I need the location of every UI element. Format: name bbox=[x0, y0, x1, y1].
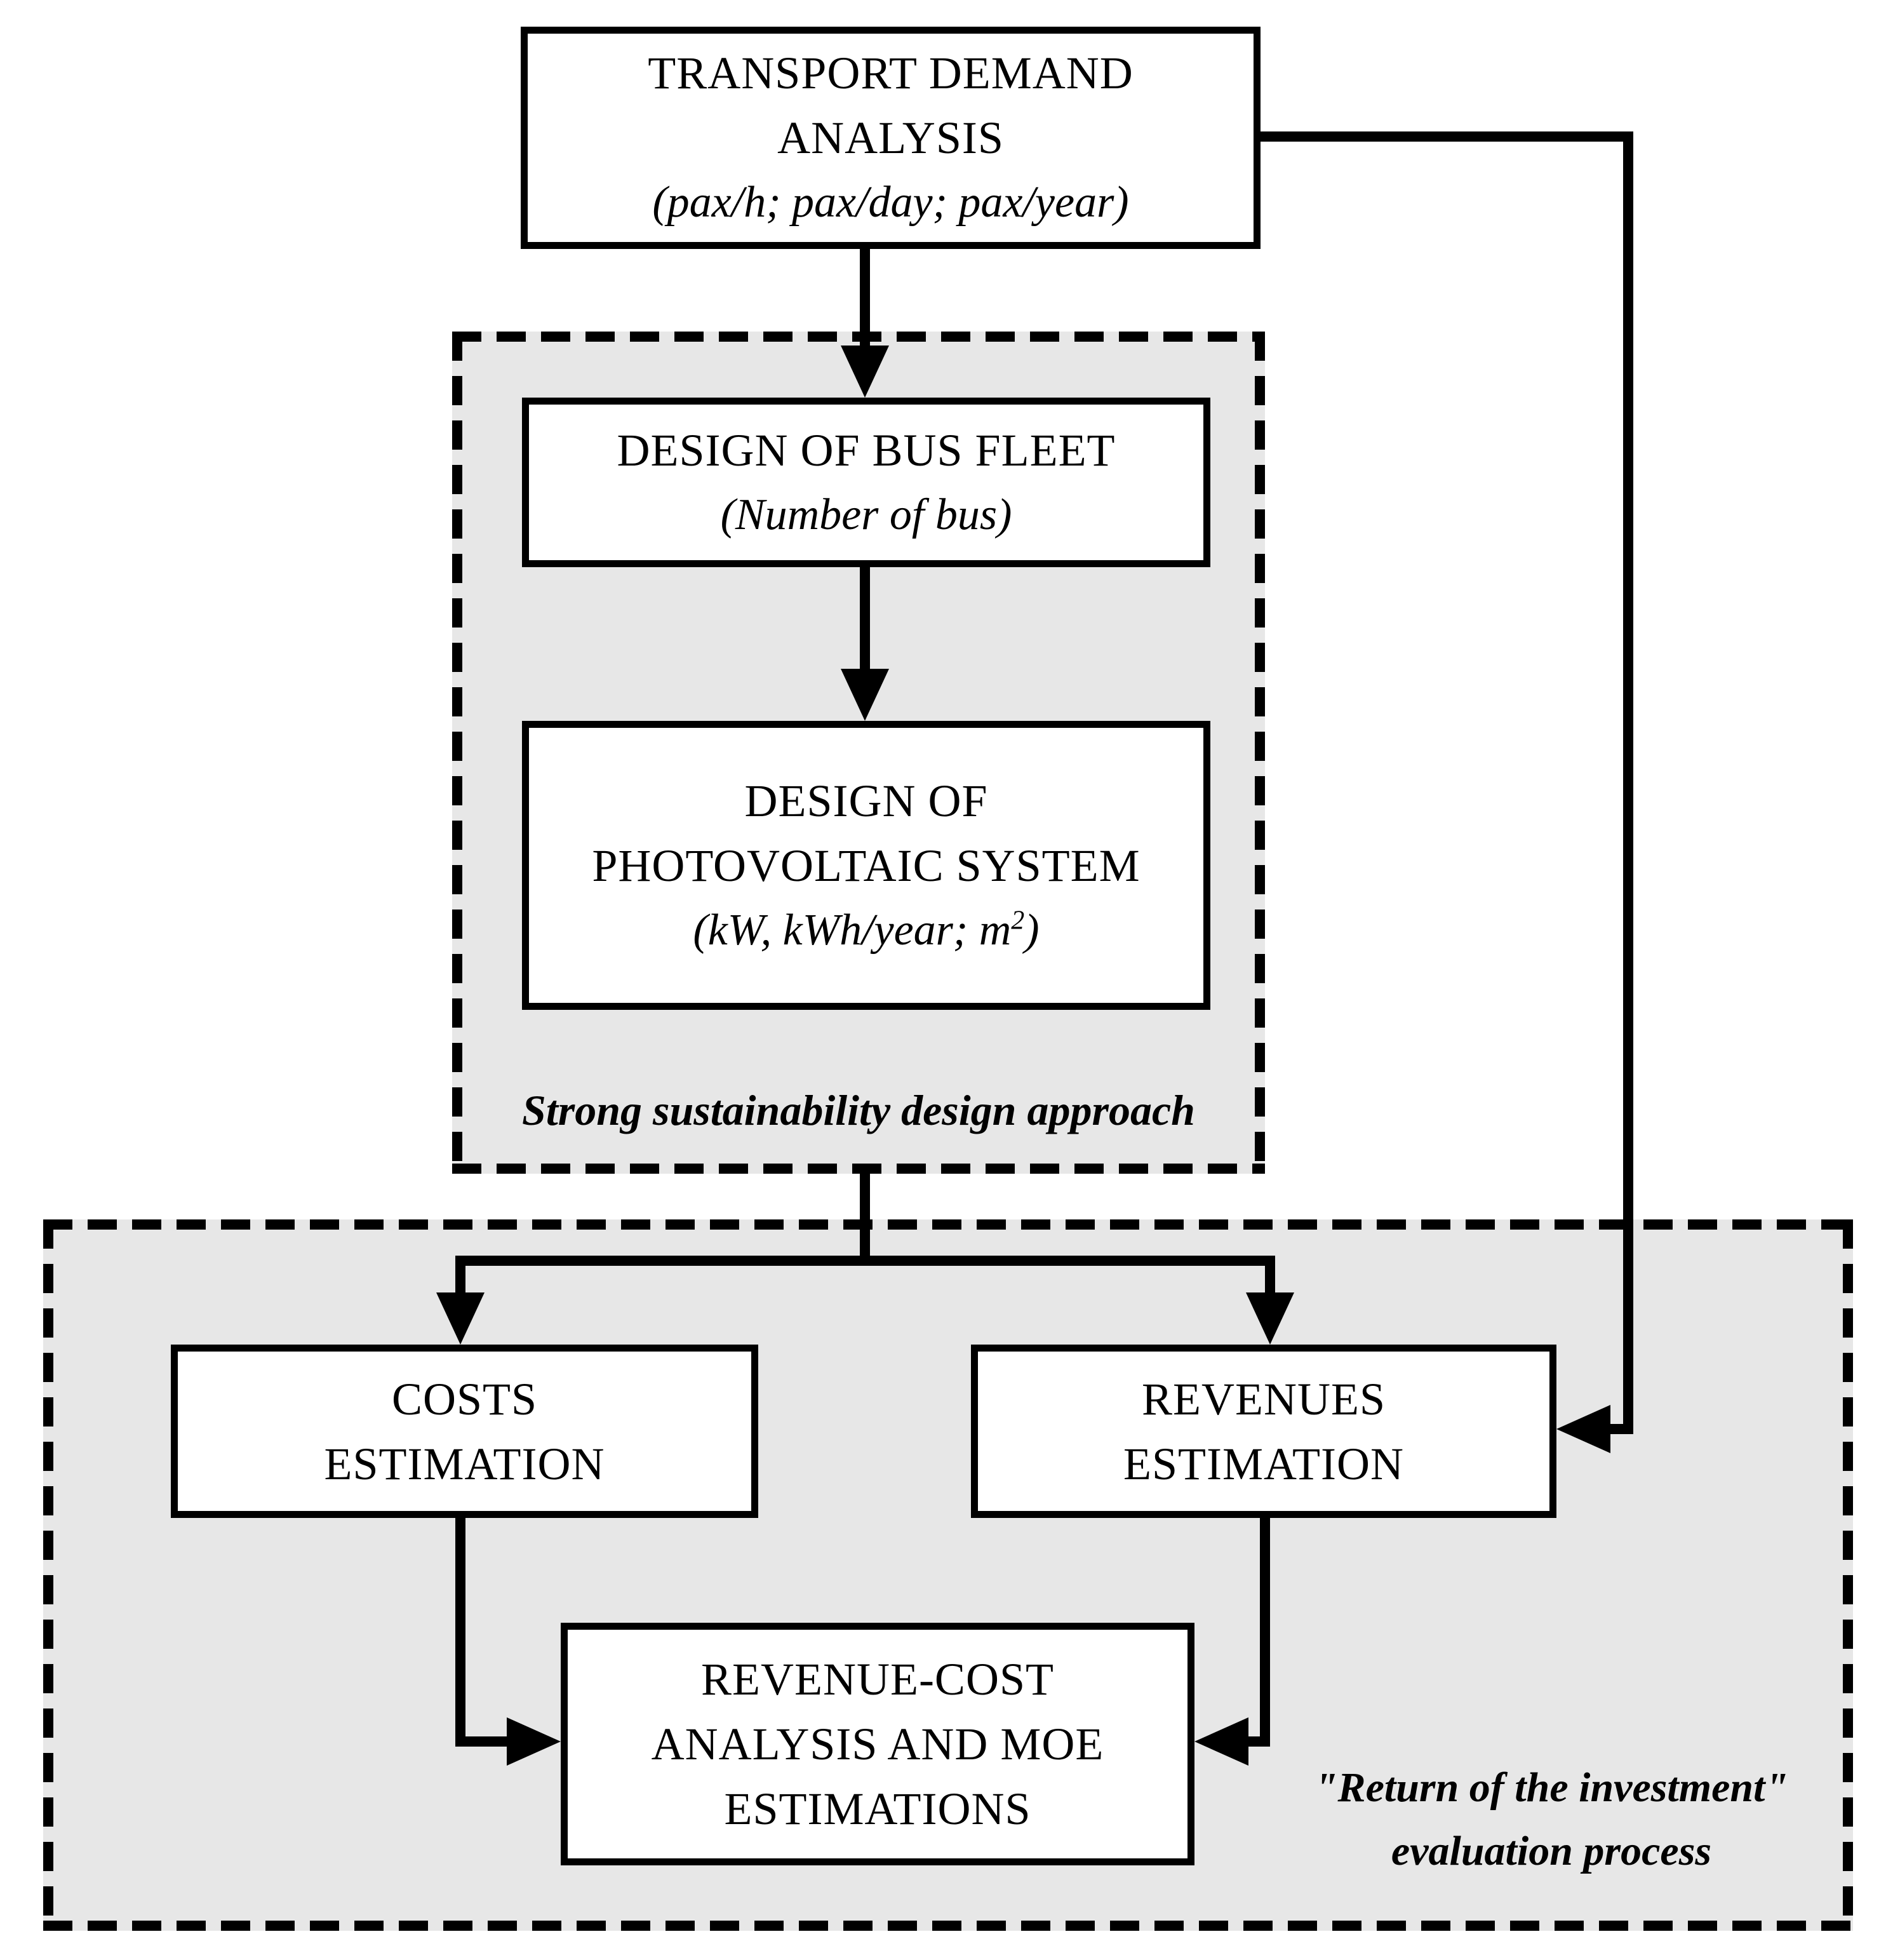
node-design-of-photovoltaic-system: DESIGN OF PHOTOVOLTAIC SYSTEM (kW, kWh/y… bbox=[522, 721, 1210, 1010]
dashed-border-bottom bbox=[452, 1164, 1265, 1174]
node-units-line: (kW, kWh/year; m2) bbox=[693, 898, 1039, 963]
units-superscript: 2 bbox=[1011, 906, 1025, 936]
connector-branch-to-costs-arrowhead bbox=[436, 1292, 485, 1345]
connector-branch-to-costs-segment bbox=[455, 1256, 465, 1299]
dashed-border-bottom bbox=[43, 1921, 1853, 1931]
node-title-line: TRANSPORT DEMAND bbox=[648, 48, 1134, 98]
dashed-border-top bbox=[43, 1219, 1853, 1230]
dashed-border-right bbox=[1255, 332, 1265, 1174]
connector-group-to-branch-segment bbox=[860, 1174, 870, 1261]
connector-demand-to-busfleet-arrowhead bbox=[841, 346, 889, 398]
sustainability-group-label: Strong sustainability design approach bbox=[522, 1086, 1195, 1135]
dashed-border-left bbox=[452, 332, 462, 1174]
node-title-line: ESTIMATION bbox=[1123, 1438, 1404, 1489]
node-title-line: ESTIMATIONS bbox=[724, 1783, 1031, 1834]
node-costs-estimation: COSTS ESTIMATION bbox=[171, 1345, 758, 1518]
units-suffix: ) bbox=[1024, 905, 1040, 955]
node-title-line: DESIGN OF BUS FLEET bbox=[617, 424, 1116, 476]
node-title-line: ANALYSIS bbox=[777, 112, 1004, 163]
node-title-line: REVENUES bbox=[1142, 1373, 1386, 1425]
connector-demand-to-revenues-arrowhead bbox=[1556, 1405, 1610, 1453]
connector-revenues-to-revcost-arrowhead bbox=[1194, 1717, 1248, 1766]
dashed-border-left bbox=[43, 1219, 53, 1931]
roi-group-label-line1: "Return of the investment" bbox=[1314, 1764, 1789, 1811]
connector-demand-to-revenues-vertical-segment bbox=[1623, 131, 1633, 1434]
connector-branch-to-revenues-arrowhead bbox=[1246, 1292, 1294, 1345]
node-transport-demand-analysis: TRANSPORT DEMAND ANALYSIS (pax/h; pax/da… bbox=[521, 27, 1261, 249]
dashed-border-top bbox=[452, 332, 1265, 342]
node-design-of-bus-fleet: DESIGN OF BUS FLEET (Number of bus) bbox=[522, 398, 1210, 567]
node-title-line: ANALYSIS AND MOE bbox=[651, 1719, 1104, 1769]
node-units-line: (Number of bus) bbox=[720, 490, 1012, 539]
connector-demand-to-revenues-top-segment bbox=[1261, 131, 1633, 142]
node-title-line: DESIGN OF bbox=[744, 775, 988, 826]
connector-costs-to-revcost-horizontal-segment bbox=[455, 1736, 522, 1747]
node-revenues-estimation: REVENUES ESTIMATION bbox=[971, 1345, 1556, 1518]
connector-demand-to-busfleet-segment bbox=[860, 249, 870, 352]
node-title-line: PHOTOVOLTAIC SYSTEM bbox=[592, 840, 1140, 891]
connector-costs-to-revcost-vertical-segment bbox=[455, 1518, 465, 1747]
roi-group-label-line2: evaluation process bbox=[1391, 1828, 1712, 1874]
node-title-line: COSTS bbox=[391, 1373, 538, 1425]
node-revenue-cost-analysis-moe: REVENUE-COST ANALYSIS AND MOE ESTIMATION… bbox=[561, 1623, 1194, 1865]
node-units-line: (pax/h; pax/day; pax/year) bbox=[652, 178, 1129, 227]
roi-group-label: "Return of the investment" evaluation pr… bbox=[1234, 1756, 1869, 1883]
units-prefix: (kW, kWh/year; m bbox=[693, 905, 1012, 955]
node-title-line: REVENUE-COST bbox=[701, 1654, 1054, 1705]
node-title-line: ESTIMATION bbox=[324, 1438, 605, 1489]
connector-costs-to-revcost-arrowhead bbox=[507, 1717, 561, 1766]
dashed-border-right bbox=[1843, 1219, 1853, 1931]
connector-busfleet-to-pv-segment bbox=[860, 567, 870, 674]
connector-branch-horizontal-segment bbox=[455, 1256, 1275, 1266]
connector-branch-to-revenues-segment bbox=[1265, 1256, 1275, 1299]
connector-busfleet-to-pv-arrowhead bbox=[841, 669, 889, 721]
connector-revenues-to-revcost-vertical-segment bbox=[1260, 1518, 1270, 1747]
